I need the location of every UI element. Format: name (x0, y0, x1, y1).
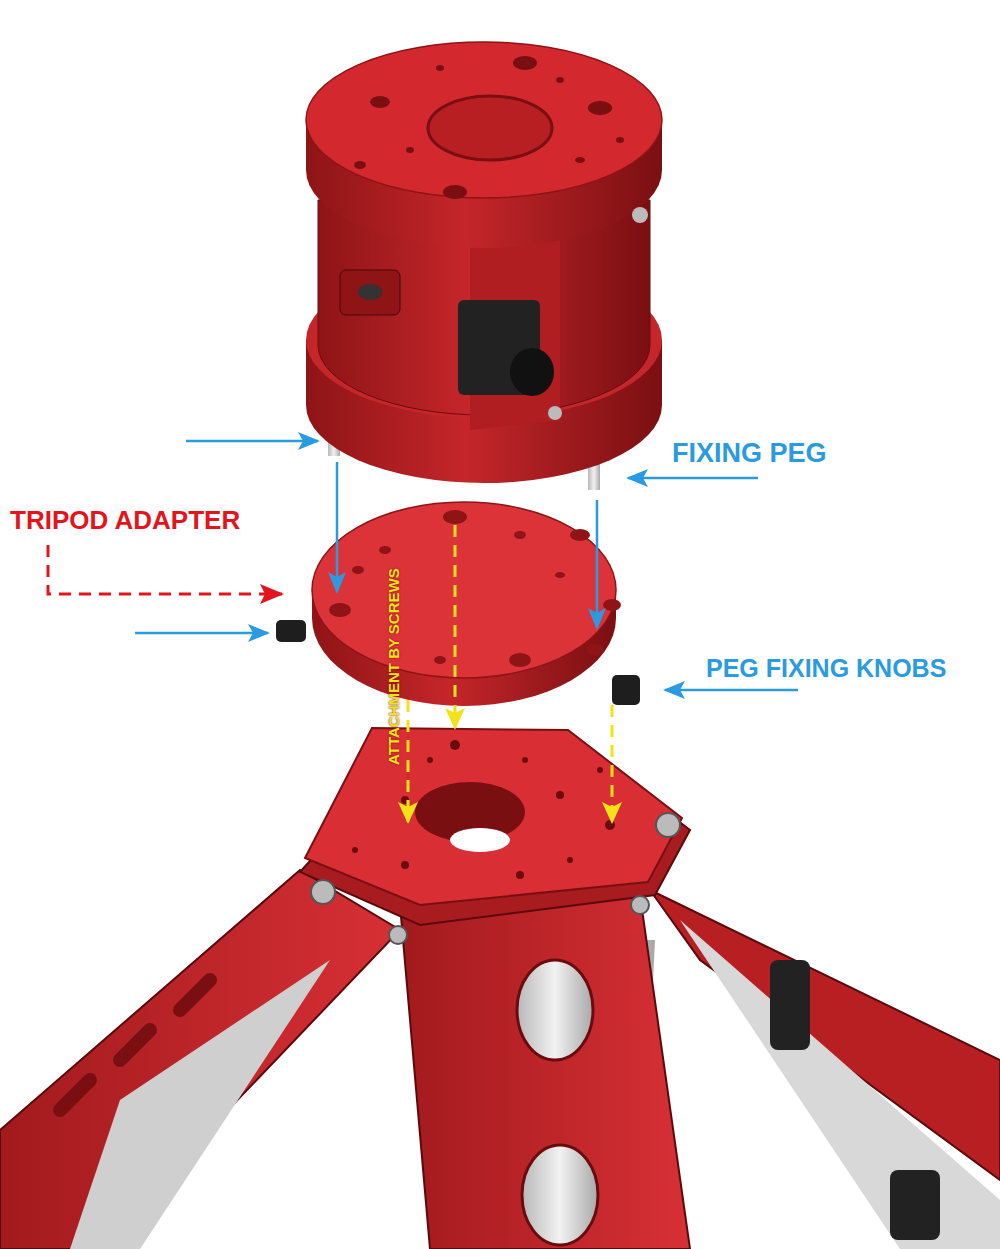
note-label: ATTACHMENT BY SCREWS (384, 569, 401, 766)
part-label: PEG FIXING KNOBS (706, 654, 946, 683)
part-label: FIXING PEG (672, 438, 827, 469)
part-label: TRIPOD ADAPTER (10, 506, 240, 536)
